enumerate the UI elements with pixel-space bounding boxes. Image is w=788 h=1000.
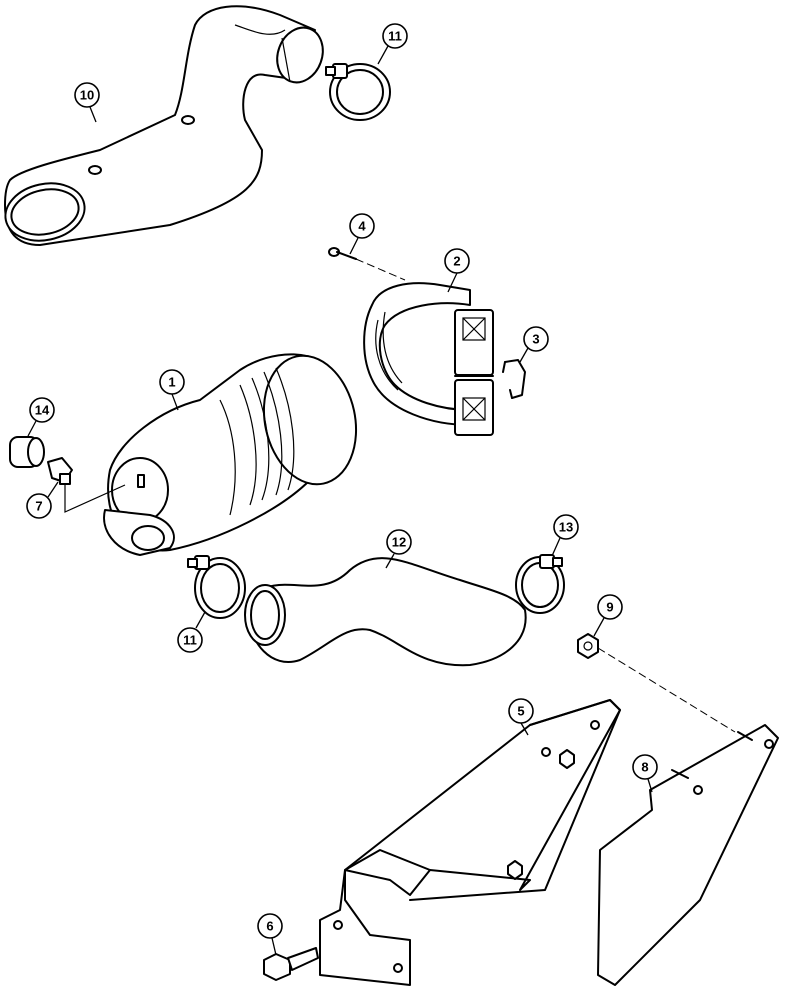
hose-clamp-top-part [325,63,391,121]
callout-14: 14 [29,397,55,423]
flange-bolt-part-6 [263,947,319,981]
plate-part-8 [597,724,779,986]
callout-2: 2 [444,248,470,274]
elbow-fitting-part [47,457,73,485]
bracket-part-5 [319,699,621,986]
svg-text:11: 11 [183,633,197,648]
svg-text:13: 13 [559,520,573,535]
callout-6: 6 [257,913,283,939]
svg-text:10: 10 [80,88,94,103]
clip-part-3 [502,359,526,399]
svg-text:7: 7 [35,499,42,514]
hose-clamp-13-part [515,554,565,614]
svg-text:1: 1 [168,375,175,390]
callout-11-bottom: 11 [177,627,203,653]
svg-text:2: 2 [453,254,460,269]
svg-text:4: 4 [358,219,366,234]
bolt-part-4 [328,247,406,281]
callout-12: 12 [386,529,412,555]
svg-text:11: 11 [388,29,402,44]
callout-3: 3 [523,326,549,352]
callout-7: 7 [26,493,52,519]
svg-text:14: 14 [35,403,50,418]
callout-8: 8 [632,754,658,780]
callout-1: 1 [159,369,185,395]
callout-5: 5 [508,698,534,724]
callout-4: 4 [349,213,375,239]
callout-10: 10 [74,82,100,108]
svg-text:12: 12 [392,535,406,550]
svg-text:9: 9 [606,600,613,615]
callout-13: 13 [553,514,579,540]
svg-text:6: 6 [266,919,273,934]
nut-part-9 [577,633,736,733]
svg-text:8: 8 [641,760,648,775]
svg-text:3: 3 [532,332,539,347]
leader-line-7 [64,484,126,513]
svg-text:5: 5 [517,704,524,719]
hose-clamp-lower-part [187,555,246,619]
cap-part-14 [9,436,45,468]
callout-9: 9 [597,594,623,620]
hose-part [244,557,527,667]
callout-11-top: 11 [382,23,408,49]
air-cleaner-part [103,353,358,556]
intake-duct-part [4,5,324,246]
mounting-band-part [363,282,494,436]
